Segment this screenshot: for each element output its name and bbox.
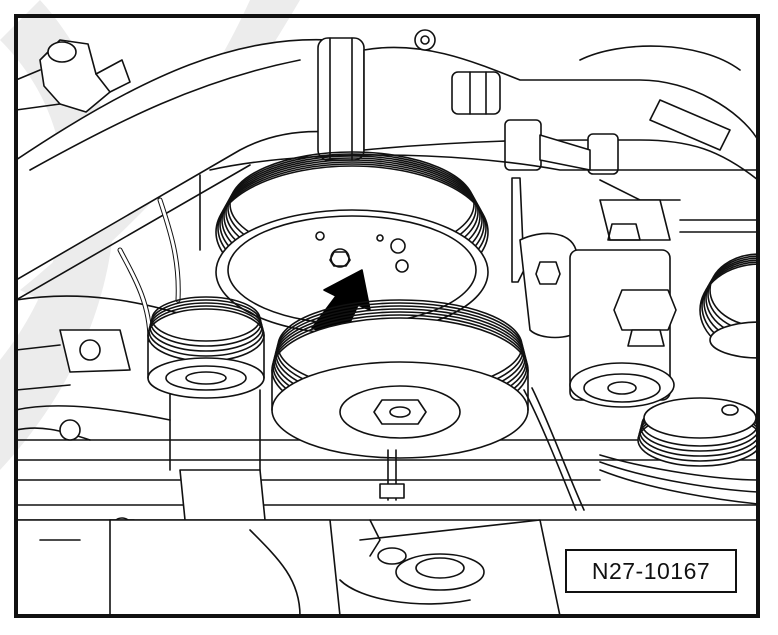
mounting-bracket — [511, 177, 758, 339]
hose-clamp — [317, 37, 365, 161]
lower-housing — [16, 519, 341, 616]
idler-pulley-right — [637, 397, 758, 467]
reference-code-text: N27-10167 — [591, 557, 711, 584]
engine-block — [16, 154, 758, 616]
lower-stud — [339, 449, 485, 605]
lower-pulley — [271, 299, 529, 459]
reference-code-label: N27-10167 — [565, 549, 737, 593]
figure-border — [14, 14, 760, 618]
upper-pulley — [215, 151, 489, 335]
coolant-pipe — [363, 29, 758, 181]
alternator-pulley — [699, 253, 758, 359]
sensor-connector — [16, 39, 131, 113]
upper-air-hose — [16, 38, 331, 301]
tensioner-assembly — [569, 249, 677, 408]
idler-pulley-left — [147, 296, 265, 399]
drive-belt — [523, 387, 758, 511]
